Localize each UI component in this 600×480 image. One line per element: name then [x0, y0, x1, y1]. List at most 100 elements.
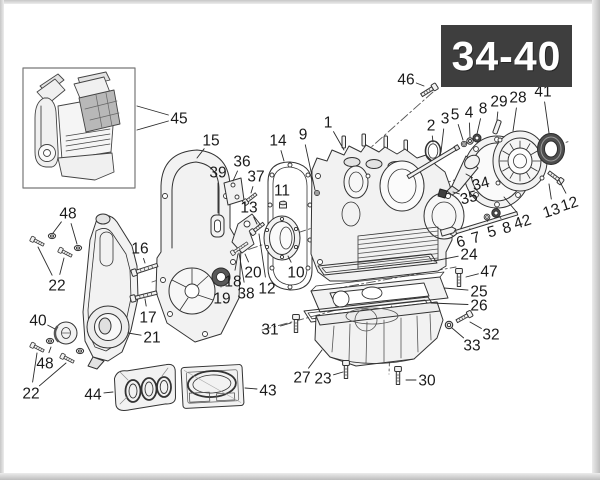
callout-label: 42 — [512, 211, 534, 232]
callout-label: 31 — [261, 322, 278, 339]
callout-label: 2 — [427, 118, 436, 135]
callout-31: 31 — [261, 322, 292, 339]
part-chain-cover-21 — [82, 213, 139, 370]
leader-line — [333, 371, 344, 376]
callout-label: 8 — [500, 219, 513, 238]
callout-30: 30 — [405, 373, 436, 390]
leader-line — [37, 246, 53, 276]
callout-label: 39 — [209, 165, 226, 182]
callout-13: 13 — [541, 183, 562, 222]
callout-15: 15 — [196, 133, 220, 159]
callout-3: 3 — [440, 111, 449, 153]
callout-7: 7 — [469, 228, 482, 248]
callout-34: 34 — [465, 173, 492, 194]
callout-1: 1 — [324, 115, 345, 151]
callout-12: 12 — [258, 233, 276, 298]
part-pad-39 — [210, 214, 225, 238]
leader-line — [304, 144, 316, 191]
callout-label: 10 — [287, 265, 305, 282]
leader-line — [512, 107, 517, 132]
part-rod-3 — [406, 144, 461, 180]
callout-label: 21 — [143, 330, 160, 347]
callout-14: 14 — [269, 133, 287, 162]
part-bolt-30 — [394, 366, 402, 385]
callout-label: 16 — [131, 241, 148, 258]
leader-line — [52, 221, 62, 234]
callout-22: 22 — [37, 246, 66, 295]
part-spacer-25 — [310, 271, 449, 313]
callout-44: 44 — [84, 387, 114, 404]
part-plug-11 — [279, 200, 287, 209]
callout-label: 26 — [470, 298, 487, 315]
callout-label: 44 — [84, 387, 102, 404]
leader-line — [127, 332, 142, 336]
callout-label: 40 — [29, 313, 47, 330]
callout-28: 28 — [509, 90, 527, 132]
callout-17: 17 — [139, 298, 157, 327]
leader-line — [433, 255, 459, 262]
callout-label: 25 — [470, 284, 487, 301]
page-frame-top — [0, 0, 600, 4]
callout-5: 5 — [451, 107, 464, 141]
callout-label: 7 — [469, 229, 482, 248]
part-washer-9 — [314, 190, 320, 196]
callout-4: 4 — [465, 105, 474, 138]
callout-47: 47 — [465, 264, 498, 281]
leader-line — [143, 257, 146, 264]
part-screw-22b — [57, 246, 74, 259]
callout-label: 4 — [465, 105, 474, 122]
callout-19: 19 — [213, 286, 231, 308]
callout-label: 12 — [258, 281, 275, 298]
leader-line — [430, 302, 469, 305]
leader-line — [70, 223, 78, 245]
leader-line — [465, 273, 479, 278]
part-nut-48d — [75, 347, 85, 355]
callout-label: 13 — [240, 200, 257, 217]
leader-line — [469, 321, 482, 329]
callout-label: 22 — [48, 278, 65, 295]
callout-label: 24 — [460, 247, 478, 264]
callout-label: 41 — [534, 84, 551, 101]
callout-41: 41 — [534, 84, 552, 134]
leader-line — [431, 135, 434, 143]
part-gasket-24 — [317, 253, 438, 276]
leader-line — [47, 324, 56, 330]
leader-line — [415, 82, 425, 87]
engine-overview-inset — [22, 67, 136, 189]
callout-label: 27 — [293, 370, 310, 387]
leader-line — [465, 173, 473, 179]
callout-label: 36 — [233, 154, 250, 171]
callout-40: 40 — [29, 313, 56, 330]
callout-label: 17 — [139, 310, 156, 327]
callout-label: 18 — [224, 274, 241, 291]
part-washer-5 — [460, 140, 468, 148]
leader-line — [333, 131, 345, 151]
page-code-badge: 34-40 — [441, 25, 572, 87]
callout-33: 33 — [451, 327, 481, 355]
callout-label: 9 — [299, 127, 308, 144]
leader-line — [48, 346, 52, 354]
callout-43: 43 — [244, 383, 277, 400]
part-timing-cover-15 — [155, 149, 242, 343]
leader-line — [232, 170, 238, 182]
leader-line — [496, 111, 499, 121]
callout-label: 11 — [274, 183, 290, 200]
callout-39: 39 — [209, 165, 227, 214]
part-crankcase-1 — [310, 133, 465, 282]
callout-label: 22 — [22, 386, 39, 403]
callout-label: 33 — [463, 338, 480, 355]
leader-line — [308, 349, 323, 369]
callout-6: 6 — [449, 233, 467, 251]
callout-37: 37 — [247, 169, 265, 194]
callout-label: 35 — [458, 188, 479, 209]
callout-32: 32 — [469, 321, 500, 344]
callout-label: 32 — [482, 327, 499, 344]
part-nut-8 — [472, 133, 482, 143]
part-seal-kit-44 — [113, 363, 176, 411]
callout-label: 15 — [202, 133, 219, 150]
callout-label: 29 — [490, 94, 507, 111]
leader-line — [440, 128, 445, 153]
leader-line — [457, 124, 464, 141]
callout-26: 26 — [430, 298, 488, 315]
